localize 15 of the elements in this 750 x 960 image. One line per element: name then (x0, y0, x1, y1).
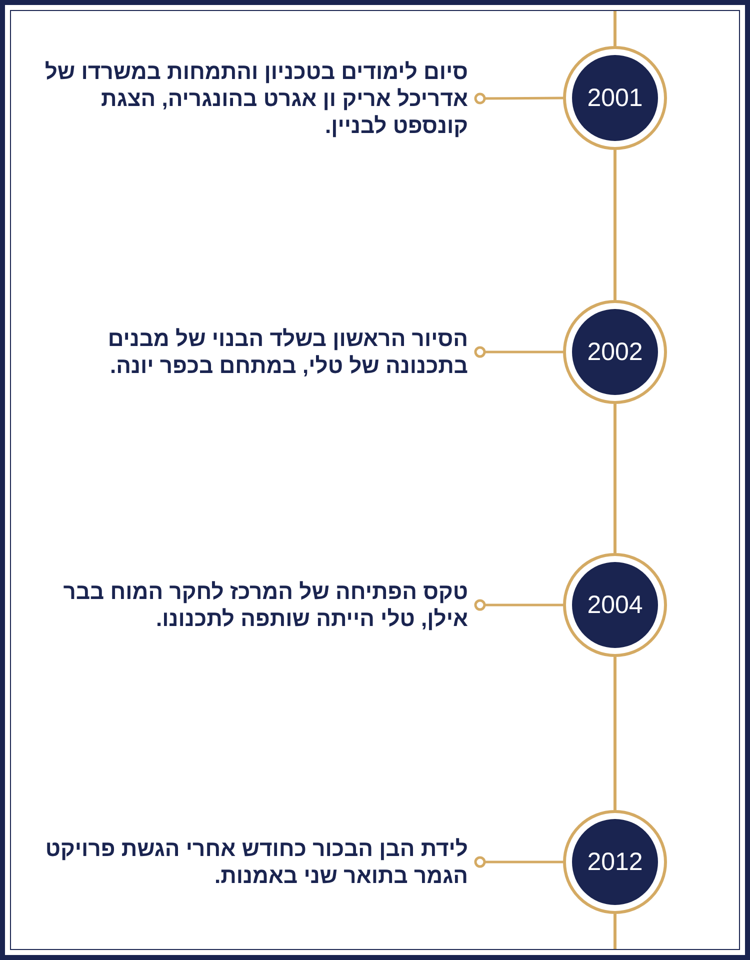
year-circle: 2001 (563, 46, 667, 150)
year-circle: 2012 (563, 810, 667, 914)
connector-line (614, 657, 616, 810)
event-text: טקס הפתיחה של המרכז לחקר המוח בבר אילן, טלי הייתה שותפה לתכנונו. (28, 578, 468, 632)
year-circle: 2004 (563, 553, 667, 657)
connector-line (474, 92, 563, 104)
event-text: הסיור הראשון בשלד הבנוי של מבנים בתכנונה של טלי, במתחם בכפר יונה. (28, 325, 468, 379)
connector-line (474, 346, 563, 358)
connector-line (614, 150, 616, 300)
event-text: לידת הבן הבכור כחודש אחרי הגשת פרויקט הגמר בתואר שני באמנות. (28, 835, 468, 889)
connector-line (614, 404, 616, 553)
connector-line (474, 599, 563, 611)
year-circle: 2002 (563, 300, 667, 404)
event-text: סיום לימודים בטכניון והתמחות במשרדו של אדריכל אריק ון אגרט בהונגריה, הצגת קונספט לבניין. (28, 58, 468, 138)
connector-line (474, 856, 563, 868)
